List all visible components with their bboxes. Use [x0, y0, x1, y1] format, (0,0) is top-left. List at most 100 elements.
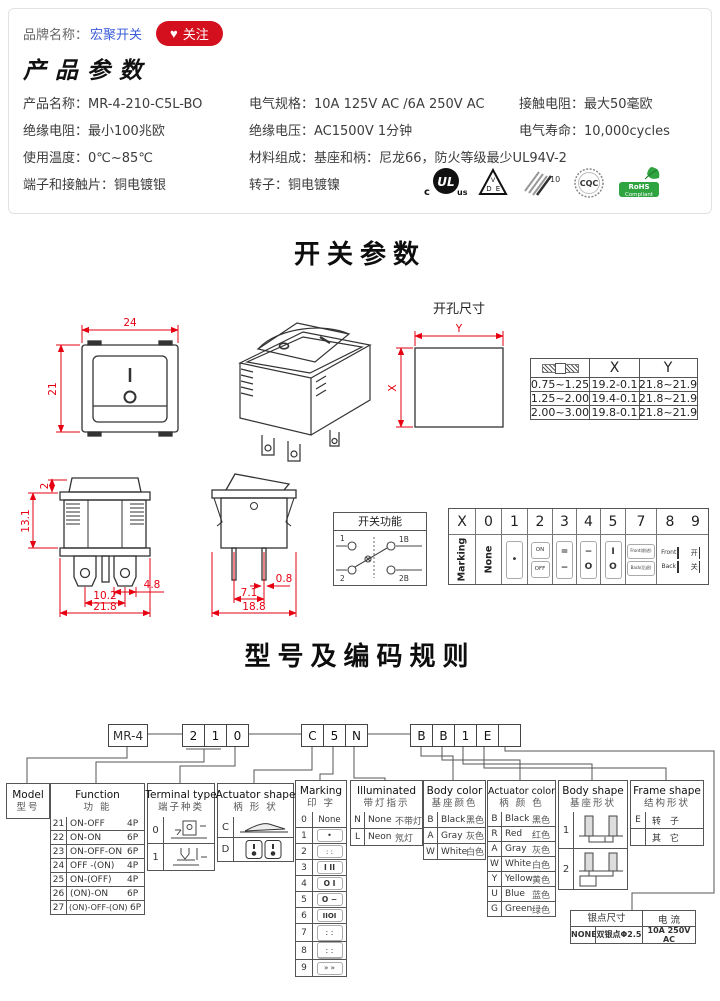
body-shape-1-icon [578, 815, 623, 843]
hole-table-row: 0.75~1.25 19.2-0.1 21.8~21.9 [530, 377, 698, 391]
marking-code-table: X Marking 0 None 1 • 2 ON OFF 3 =− 4 −O … [448, 508, 709, 585]
brand-link[interactable]: 宏聚开关 [90, 28, 143, 43]
hole-table-row: 1.25~2.00 19.4-0.1 21.8~21.9 [530, 391, 698, 405]
body-shape-row: 1 [559, 812, 627, 849]
silver-current-cell: 10A 250V AC [647, 926, 691, 944]
terminal-row: 1 [148, 844, 214, 870]
switch-function-title: 开关功能 [334, 513, 426, 531]
product-card: 品牌名称： 宏聚开关 ♥ 关注 产品参数 产品名称：MR-4-210-C5L-B… [8, 8, 712, 214]
svg-text:D: D [486, 185, 491, 193]
ul-cert-icon: UL c us [424, 168, 468, 198]
body-shape-row: 2 [559, 849, 627, 889]
body-shape-rows: 1 2 [558, 812, 628, 890]
hole-table-col-x: X [589, 359, 639, 377]
hole-dimension-table: X Y 0.75~1.25 19.2-0.1 21.8~21.9 1.25~2.… [530, 358, 698, 420]
bottom-side-dims [211, 552, 297, 617]
marking-col-7: 7 Front(前进) Back(后退) [625, 509, 656, 584]
brand-label: 品牌名称： [23, 28, 89, 43]
marking-row: 8: : [296, 942, 346, 960]
dim-10-2: 10.2 [93, 590, 116, 602]
panel-thickness-icon [531, 359, 589, 377]
svg-text:RoHS: RoHS [628, 183, 649, 191]
bottom-front-dims [28, 478, 164, 617]
body-shape-2-icon [578, 852, 623, 886]
cert-icons: UL c us V D E 10 CQC RoHS Compliant [421, 165, 663, 201]
bottom-front-view-drawing [59, 477, 151, 587]
dim-18-8: 18.8 [242, 601, 265, 613]
solder-terminal-icon [171, 820, 207, 839]
silver-none-cell: NONE [571, 927, 597, 943]
hole-table-col-y: Y [639, 359, 696, 377]
marking-col-x: X Marking [449, 509, 475, 584]
svg-text:UL: UL [437, 175, 454, 189]
brand-row: 品牌名称： 宏聚开关 ♥ 关注 [23, 21, 223, 46]
dim-2: 2 [39, 483, 51, 490]
actuator-shape-rows: C D [217, 817, 294, 862]
dim-21-8: 21.8 [93, 601, 116, 613]
vde-cert-icon: V D E [478, 167, 508, 195]
double-button-icon [245, 840, 281, 859]
field-insulation-resistance: 绝缘电阻：最小100兆欧 [23, 124, 165, 139]
marking-col-8: 8 Front Back [656, 509, 683, 584]
cqc-cert-icon: CQC [574, 168, 604, 198]
current-header: 电 流 [657, 914, 681, 926]
hole-size-label: 开孔尺寸 [433, 302, 485, 317]
switch-circuit-diagram: 1 2 1B 2B [336, 534, 422, 583]
field-electric-life: 电气寿命：10,000cycles [519, 124, 670, 139]
marking-col-1: 1 • [501, 509, 527, 584]
front-view-drawing [81, 340, 179, 437]
svg-text:1B: 1B [399, 535, 409, 544]
marking-col-2: 2 ON OFF [527, 509, 552, 584]
perspective-view-drawing [238, 322, 372, 462]
switch-function-box: 开关功能 1 2 1B 2B [333, 512, 427, 586]
marking-col-3: 3 =− [552, 509, 576, 584]
silver-size-header: 银点尺寸 [571, 911, 643, 926]
coding-rules-title: 型号及编码规则 [244, 642, 476, 672]
dim-24: 24 [123, 317, 137, 329]
actuator-shape-row: D [218, 838, 293, 861]
field-rotor-plating: 转子：铜电镀镍 [249, 178, 341, 193]
dim-y: Y [455, 323, 463, 335]
marking-row-label: Marking [456, 537, 468, 582]
bottom-side-view-drawing [211, 473, 297, 581]
coding-connector-lines [26, 733, 715, 910]
marking-row: 2: : [296, 844, 346, 860]
field-insulation-voltage: 绝缘电压：AC1500V 1分钟 [249, 124, 413, 139]
field-product-name: 产品名称：MR-4-210-C5L-BO [23, 97, 203, 112]
hole-square [414, 347, 504, 428]
svg-text:c: c [424, 187, 430, 198]
dim-x: X [387, 384, 399, 391]
svg-text:CQC: CQC [580, 179, 599, 188]
dim-13-1: 13.1 [20, 509, 32, 532]
field-material: 材料组成：基座和柄：尼龙66，防火等级最少UL94V-2 [249, 151, 567, 166]
hole-dims [396, 331, 504, 428]
silver-point-table: 银点尺寸 电 流 NONE 双银点Φ2.5 10A 250V AC [570, 910, 696, 944]
follow-button[interactable]: ♥ 关注 [156, 21, 223, 46]
svg-text:2: 2 [340, 574, 345, 583]
marking-col-9: 9 开 关 [683, 509, 708, 584]
front-view-dims [56, 325, 179, 433]
